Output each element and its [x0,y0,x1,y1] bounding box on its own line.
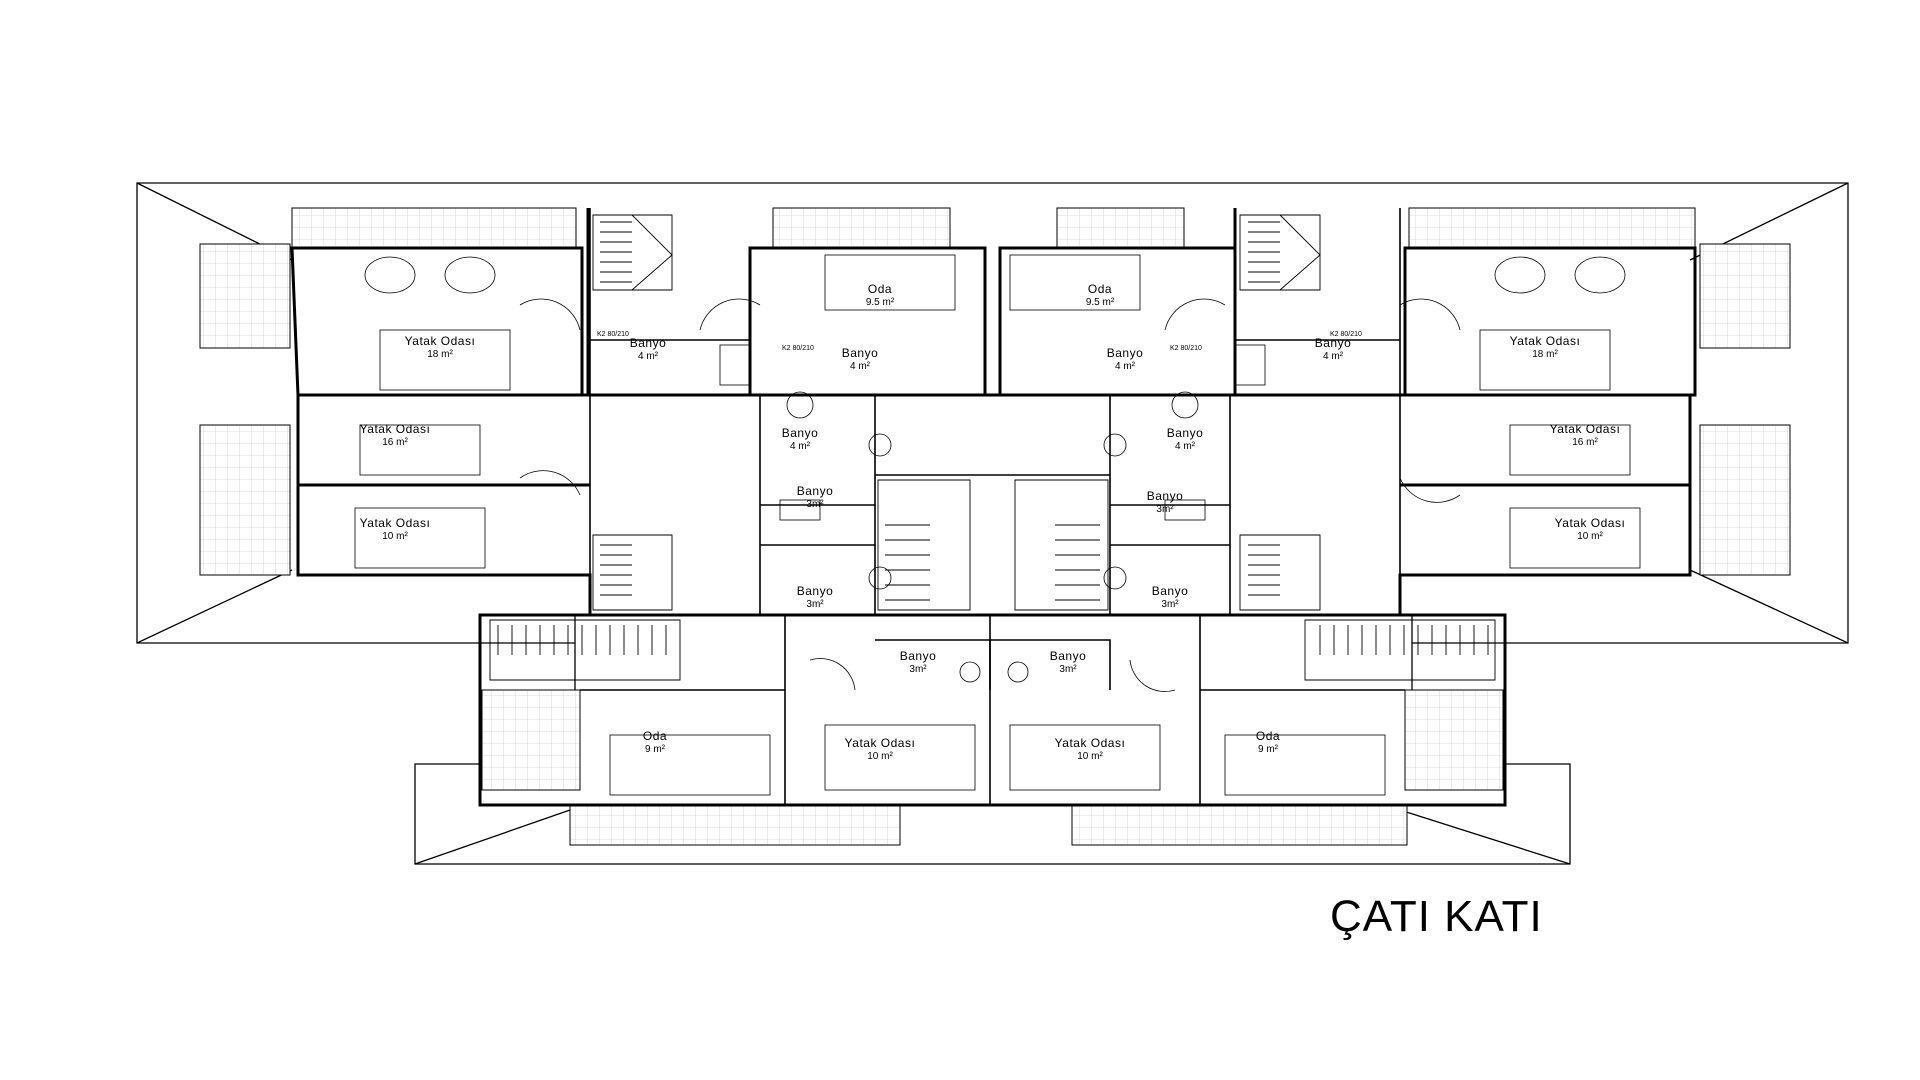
door-tag: K2 80/210 [1330,331,1362,338]
room-area: 3m² [909,664,927,675]
room-area: 10 m² [1077,751,1103,762]
room-area: 10 m² [382,531,408,542]
room-name: Yatak Odası [405,334,476,348]
room-name: Yatak Odası [1055,736,1126,750]
room-name: Yatak Odası [360,422,431,436]
door-swings [519,298,1461,692]
door-tag: K2 80/210 [597,331,629,338]
room-name: Banyo [782,426,819,440]
room-area: 3m² [806,499,824,510]
room-name: Banyo [1315,336,1352,350]
room-name: Banyo [797,584,834,598]
room-name: Oda [1256,729,1280,743]
room-name: Yatak Odası [1510,334,1581,348]
room-name: Banyo [1152,584,1189,598]
room-area: 18 m² [427,349,453,360]
room-name: Banyo [1147,489,1184,503]
room-name: Oda [868,282,892,296]
room-name: Oda [1088,282,1112,296]
room-name: Oda [643,729,667,743]
room-area: 9.5 m² [866,297,895,308]
room-area: 4 m² [1175,441,1196,452]
room-name: Banyo [630,336,667,350]
room-name: Yatak Odası [1555,516,1626,530]
room-area: 9 m² [1258,744,1279,755]
furniture [354,254,1641,796]
room-area: 9 m² [645,744,666,755]
room-area: 16 m² [382,437,408,448]
roof-outline [136,182,1849,865]
room-area: 3m² [806,599,824,610]
room-area: 3m² [1156,504,1174,515]
room-name: Banyo [1167,426,1204,440]
balconies [199,207,1791,846]
room-area: 4 m² [850,361,871,372]
staircases [489,214,1496,681]
interior-walls [580,208,1405,805]
room-name: Yatak Odası [845,736,916,750]
room-name: Yatak Odası [360,516,431,530]
door-tag: K2 80/210 [1170,345,1202,352]
room-area: 18 m² [1532,349,1558,360]
door-tag: K2 80/210 [782,345,814,352]
room-area: 3m² [1059,664,1077,675]
room-name: Yatak Odası [1550,422,1621,436]
door-tags: K2 80/210 K2 80/210 K2 80/210 K2 80/210 [597,331,1362,352]
room-area: 4 m² [1115,361,1136,372]
room-area: 3m² [1161,599,1179,610]
room-area: 4 m² [638,351,659,362]
room-area: 16 m² [1572,437,1598,448]
room-area: 4 m² [790,441,811,452]
room-name: Banyo [842,346,879,360]
room-area: 9.5 m² [1086,297,1115,308]
room-name: Banyo [1050,649,1087,663]
plan-caption: ÇATI KATI [1330,892,1543,941]
room-area: 4 m² [1323,351,1344,362]
room-name: Banyo [797,484,834,498]
room-area: 10 m² [867,751,893,762]
room-name: Banyo [900,649,937,663]
room-area: 10 m² [1577,531,1603,542]
room-name: Banyo [1107,346,1144,360]
